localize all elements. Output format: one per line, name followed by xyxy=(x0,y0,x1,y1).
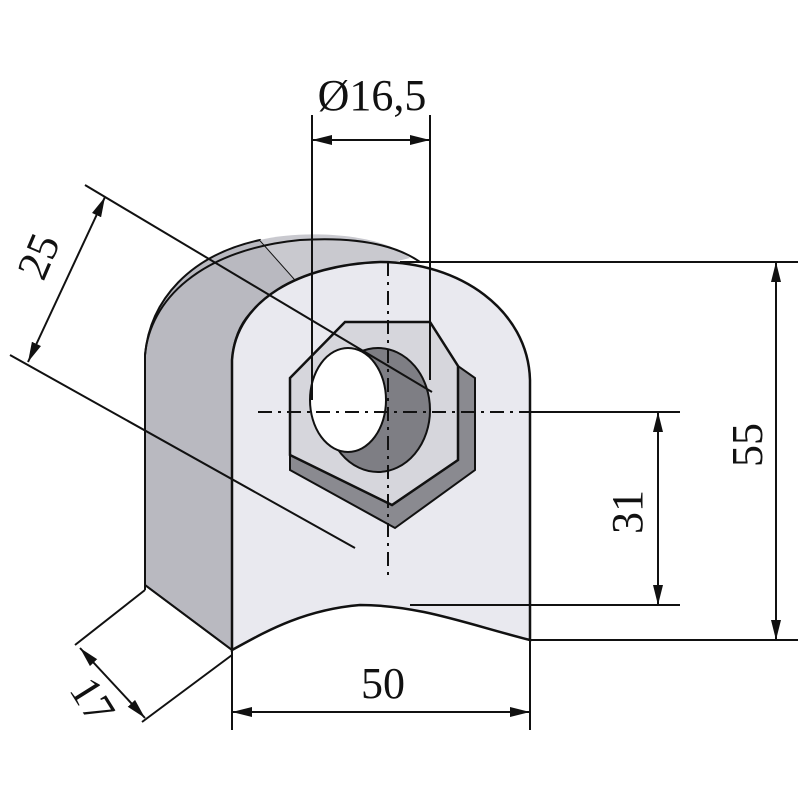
dimension-lines xyxy=(27,135,781,719)
label-height-total: 55 xyxy=(723,423,772,467)
label-depth: 25 xyxy=(8,227,70,287)
center-lines xyxy=(258,262,520,580)
dim-line-thickness xyxy=(79,647,146,719)
hex-nut xyxy=(288,320,476,530)
label-thickness: 17 xyxy=(60,669,125,732)
label-hole-diameter: Ø16,5 xyxy=(318,71,427,120)
side-face-arc xyxy=(144,238,421,356)
bore-hole xyxy=(309,347,387,453)
side-bottom-edge xyxy=(144,584,233,651)
dim-line-depth xyxy=(27,196,106,363)
label-width: 50 xyxy=(361,659,405,708)
top-face xyxy=(260,234,410,285)
label-height-center: 31 xyxy=(603,490,652,534)
